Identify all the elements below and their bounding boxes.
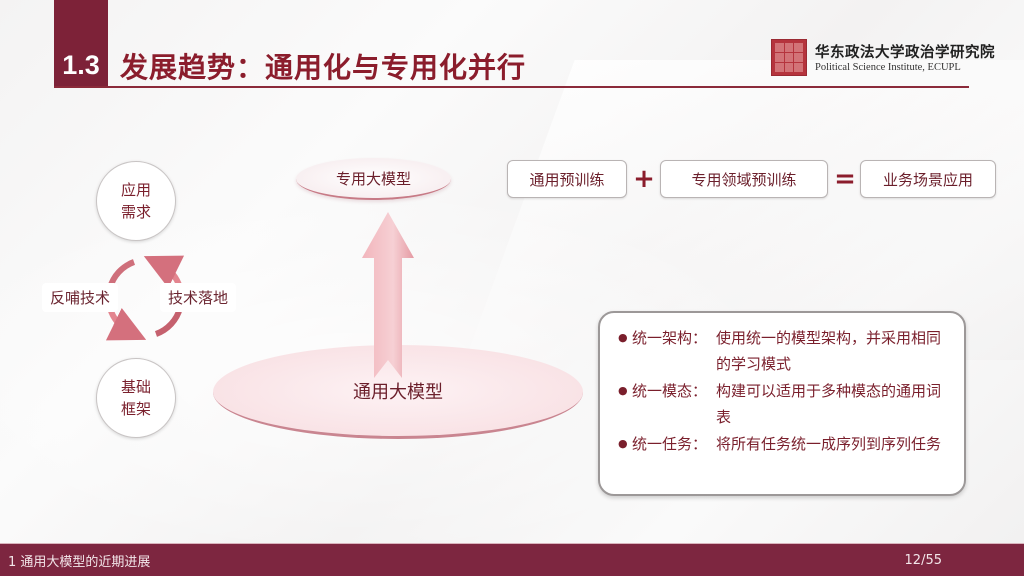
cycle-node-application-demand: 应用 需求: [96, 161, 176, 241]
specialized-model-label: 专用大模型: [335, 170, 411, 188]
bullet-item: ● 统一架构： 使用统一的模型架构，并采用相同的学习模式: [618, 325, 950, 377]
cycle-node-text: 应用: [120, 181, 151, 199]
cycle-label-implementation: 技术落地: [160, 283, 237, 312]
bullet-value: 使用统一的模型架构，并采用相同的学习模式: [716, 329, 942, 373]
bullet-key: 统一架构：: [632, 329, 708, 347]
cycle-node-text: 框架: [120, 400, 151, 418]
red-seal-logo-icon: [771, 39, 807, 76]
formula-term-domain-pretraining: 专用领域预训练: [660, 160, 828, 198]
general-model-label: 通用大模型: [353, 382, 443, 403]
formula-term-general-pretraining: 通用预训练: [507, 160, 627, 198]
equals-icon: =: [834, 164, 856, 194]
formula-term-business-application: 业务场景应用: [860, 160, 996, 198]
unification-bullet-box: ● 统一架构： 使用统一的模型架构，并采用相同的学习模式 ● 统一模态： 构建可…: [598, 311, 966, 496]
bullet-dot-icon: ●: [618, 437, 628, 450]
cycle-node-text: 需求: [120, 203, 151, 221]
bullet-key: 统一任务：: [632, 435, 708, 453]
cycle-node-foundation-framework: 基础 框架: [96, 358, 176, 438]
institute-name-en: Political Science Institute, ECUPL: [815, 62, 961, 73]
bullet-item: ● 统一模态： 构建可以适用于多种模态的通用词表: [618, 378, 950, 430]
page-title: 发展趋势：通用化与专用化并行: [120, 51, 527, 84]
institute-name-cn: 华东政法大学政治学研究院: [815, 44, 995, 61]
formula-term-text: 业务场景应用: [882, 170, 973, 189]
up-arrow-icon: [362, 212, 414, 378]
footer-divider: [0, 543, 1024, 544]
title-divider: [54, 86, 969, 88]
bullet-dot-icon: ●: [618, 331, 628, 344]
bullet-dot-icon: ●: [618, 384, 628, 397]
bullet-value: 将所有任务统一成序列到序列任务: [716, 435, 942, 453]
page-number: 12/55: [904, 552, 942, 568]
cycle-label-feedback: 反哺技术: [42, 283, 119, 312]
slide-footer: 1 通用大模型的近期进展 12/55: [0, 544, 1024, 576]
cycle-node-text: 基础: [120, 378, 151, 396]
formula-term-text: 专用领域预训练: [691, 170, 797, 189]
specialized-model-ellipse: [296, 158, 451, 200]
bullet-value: 构建可以适用于多种模态的通用词表: [716, 382, 942, 426]
bullet-item: ● 统一任务： 将所有任务统一成序列到序列任务: [618, 431, 950, 457]
bullet-key: 统一模态：: [632, 382, 708, 400]
plus-icon: +: [633, 164, 655, 194]
footer-section-title: 1 通用大模型的近期进展: [8, 554, 151, 570]
formula-term-text: 通用预训练: [529, 170, 605, 189]
section-number: 1.3: [62, 50, 100, 80]
section-number-badge: 1.3: [54, 0, 108, 87]
